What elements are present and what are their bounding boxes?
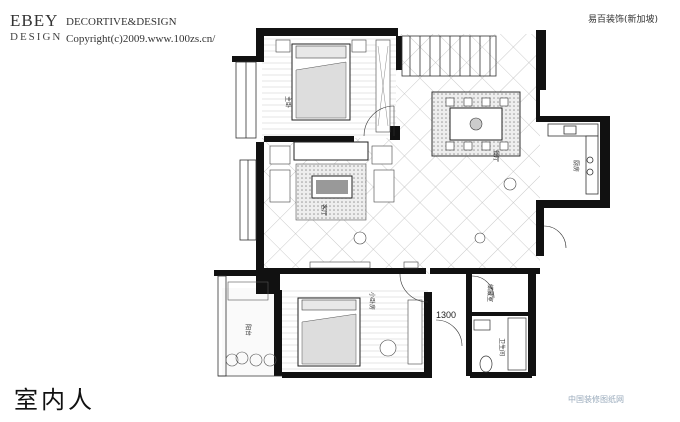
room-label-living-room: 客厅 [320, 204, 328, 216]
living-sofa-set [269, 141, 395, 221]
master-bed [275, 39, 391, 133]
brand-name: EBEY [10, 11, 59, 30]
room-label-dining-room: 餐厅 [492, 150, 500, 162]
kitchen-counter [547, 123, 599, 195]
watermark: 中国装修图纸网 [568, 395, 624, 404]
room-label-kitchen: 厨房 [572, 160, 580, 172]
window-lines [217, 35, 497, 377]
dimension-label: 1300 [436, 310, 456, 320]
tagline: DECORTIVE&DESIGN [66, 16, 177, 28]
designer-signature: 室内人 [14, 386, 95, 414]
dining-table [431, 91, 521, 157]
decor-items [309, 177, 517, 269]
copyright: Copyright(c)2009.www.100zs.cn/ [66, 33, 216, 45]
company-name-cn: 易百装饰(新加坡) [587, 15, 658, 25]
door-swings [363, 105, 567, 347]
balcony-fixtures [225, 281, 277, 367]
second-bed [297, 297, 423, 367]
header-tagline-block: DECORTIVE&DESIGN Copyright(c)2009.www.10… [66, 14, 215, 48]
brand-subtitle: DESIGN [10, 31, 63, 43]
room-label-storage: 储藏室 [486, 284, 494, 302]
room-label-master-bedroom: 主卧 [284, 96, 292, 108]
room-label-balcony: 阳台 [244, 324, 252, 336]
bathroom-fixtures [473, 317, 527, 373]
room-label-second-bedroom: 小卧房 [368, 292, 376, 310]
walls [214, 28, 610, 378]
room-label-bathroom: 卫生间 [498, 338, 506, 356]
brand-logo: EBEY DESIGN [10, 11, 62, 43]
